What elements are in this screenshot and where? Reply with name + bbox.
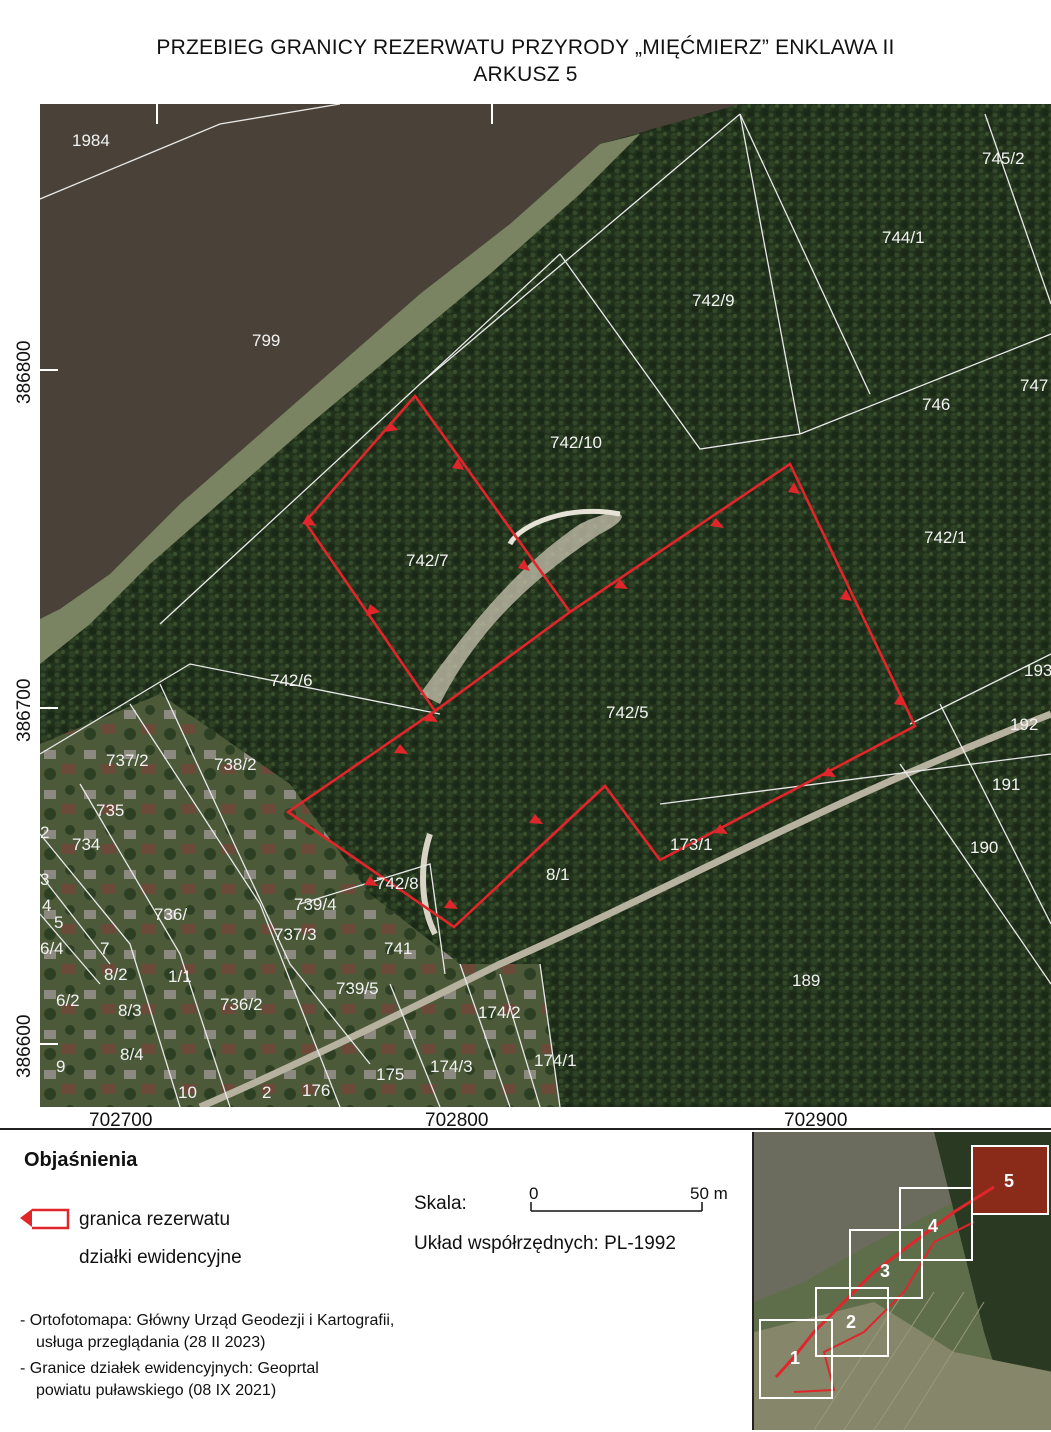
parcel-label: 2 [262,1083,271,1102]
parcel-label: 8/1 [546,865,570,884]
parcel-label: 4 [42,896,51,915]
parcel-labels: 1984 799 745/2 744/1 742/9 747 746 742/1… [40,131,1051,1102]
parcel-label: 2 [40,823,49,842]
scale-bar [530,1202,703,1212]
parcel-label: 9 [56,1057,65,1076]
x-coordinate-label: 702800 [425,1110,489,1131]
reserve-boundary [285,393,917,929]
parcel-label: 734 [72,835,100,854]
legend-panel [0,1128,1051,1432]
parcel-label: 174/3 [430,1057,473,1076]
legend-boundary-label: granica rezerwatu [79,1209,231,1230]
parcel-label: 741 [384,939,412,958]
village-area [40,694,560,1107]
parcel-label: 742/8 [376,874,419,893]
parcel-label: 174/1 [534,1051,577,1070]
y-coordinate-label: 386700 [14,678,35,742]
source-orthophoto: - Ortofotomapa: Główny Urząd Geodezji i … [20,1312,395,1329]
parcel-label: 5 [54,913,63,932]
parcel-label: 1/1 [168,967,192,986]
river-bank [40,134,640,664]
parcel-label: 736/ [154,905,187,924]
parcel-label: 7 [100,939,109,958]
scale-zero: 0 [529,1184,539,1203]
inset-canvas: 1 2 3 4 5 [754,1132,1051,1430]
parcel-label: 173/1 [670,835,713,854]
scale-label: Skala: [414,1193,467,1214]
scale-max: 50 m [690,1184,728,1203]
parcel-label: 737/3 [274,925,317,944]
parcel-label: 735 [96,801,124,820]
parcel-label: 746 [922,395,950,414]
source-parcels-date: powiatu puławskiego (08 IX 2021) [36,1382,277,1399]
map-canvas: 1984 799 745/2 744/1 742/9 747 746 742/1… [40,104,1051,1107]
road [198,710,1051,1107]
parcel-label: 3 [40,870,49,889]
parcel-label: 742/9 [692,291,735,310]
parcel-label: 176 [302,1081,330,1100]
parcel-label: 174/2 [478,1003,521,1022]
parcel-label: 738/2 [214,755,257,774]
inset-sheet-label: 4 [928,1216,938,1236]
legend-parcels-label: działki ewidencyjne [79,1247,242,1268]
chalk-slope [420,513,622,704]
parcel-label: 8/4 [120,1045,144,1064]
inset-sheet-label: 1 [790,1348,800,1368]
parcel-label: 799 [252,331,280,350]
parcel-label: 744/1 [882,228,925,247]
parcel-label: 8/3 [118,1001,142,1020]
parcel-label: 737/2 [106,751,149,770]
parcel-label: 742/6 [270,671,313,690]
orthophoto-map[interactable]: 1984 799 745/2 744/1 742/9 747 746 742/1… [40,104,1051,1107]
coordinate-system-label: Układ współrzędnych: PL-1992 [414,1233,676,1254]
y-coordinate-label: 386800 [14,340,35,404]
boundary-legend-icon [20,1208,70,1230]
inset-sheet-label: 3 [880,1261,890,1281]
parcel-label: 742/1 [924,528,967,547]
parcel-label: 193 [1024,661,1051,680]
parcel-label: 190 [970,838,998,857]
x-coordinate-label: 702900 [784,1110,848,1131]
sheet-index-inset: 1 2 3 4 5 [752,1132,1051,1430]
y-coordinate-label: 386600 [14,1014,35,1078]
parcel-label: 6/4 [40,939,64,958]
parcel-label: 745/2 [982,149,1025,168]
vistula-river [40,104,740,619]
source-parcels: - Granice działek ewidencyjnych: Geoprta… [20,1360,319,1377]
parcel-label: 6/2 [56,991,80,1010]
parcel-label: 736/2 [220,995,263,1014]
inset-sheet-label: 5 [1004,1171,1014,1191]
parcel-label: 192 [1010,715,1038,734]
parcel-label: 10 [178,1083,197,1102]
source-orthophoto-date: usługa przeglądania (28 II 2023) [36,1334,266,1351]
boundary-arrows [302,422,906,909]
parcel-label: 747 [1020,376,1048,395]
map-title: PRZEBIEG GRANICY REZERWATU PRZYRODY „MIĘ… [156,36,895,59]
parcel-label: 742/7 [406,551,449,570]
parcel-label: 189 [792,971,820,990]
x-coordinate-label: 702700 [89,1110,153,1131]
parcel-label: 1984 [72,131,110,150]
grid-ticks [40,104,493,1045]
parcel-label: 191 [992,775,1020,794]
parcel-label: 8/2 [104,965,128,984]
parcel-lines [40,104,1051,1107]
parcel-label: 742/10 [550,433,602,452]
parcel-label: 739/5 [336,979,379,998]
parcel-label: 739/4 [294,895,337,914]
legend-title: Objaśnienia [24,1149,138,1171]
inset-sheet-label: 2 [846,1312,856,1332]
map-subtitle: ARKUSZ 5 [473,63,578,86]
parcel-label: 742/5 [606,703,649,722]
parcel-label: 175 [376,1065,404,1084]
